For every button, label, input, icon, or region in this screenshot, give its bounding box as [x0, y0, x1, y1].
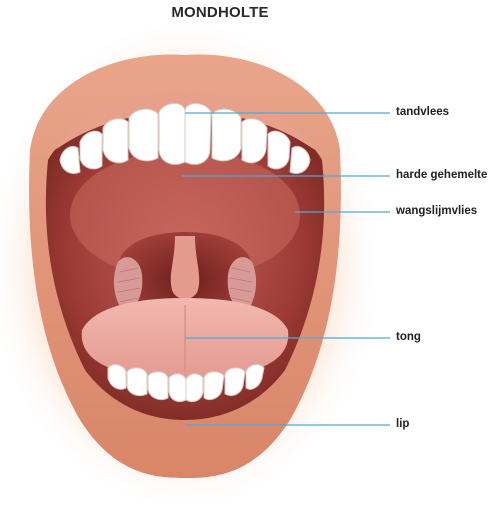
label-buccal-mucosa: wangslijmvlies — [396, 205, 477, 217]
label-gums: tandvlees — [396, 106, 449, 118]
label-tongue: tong — [396, 331, 421, 343]
label-lip: lip — [396, 418, 409, 430]
label-hard-palate: harde gehemelte — [396, 169, 487, 181]
uvula — [171, 236, 199, 299]
